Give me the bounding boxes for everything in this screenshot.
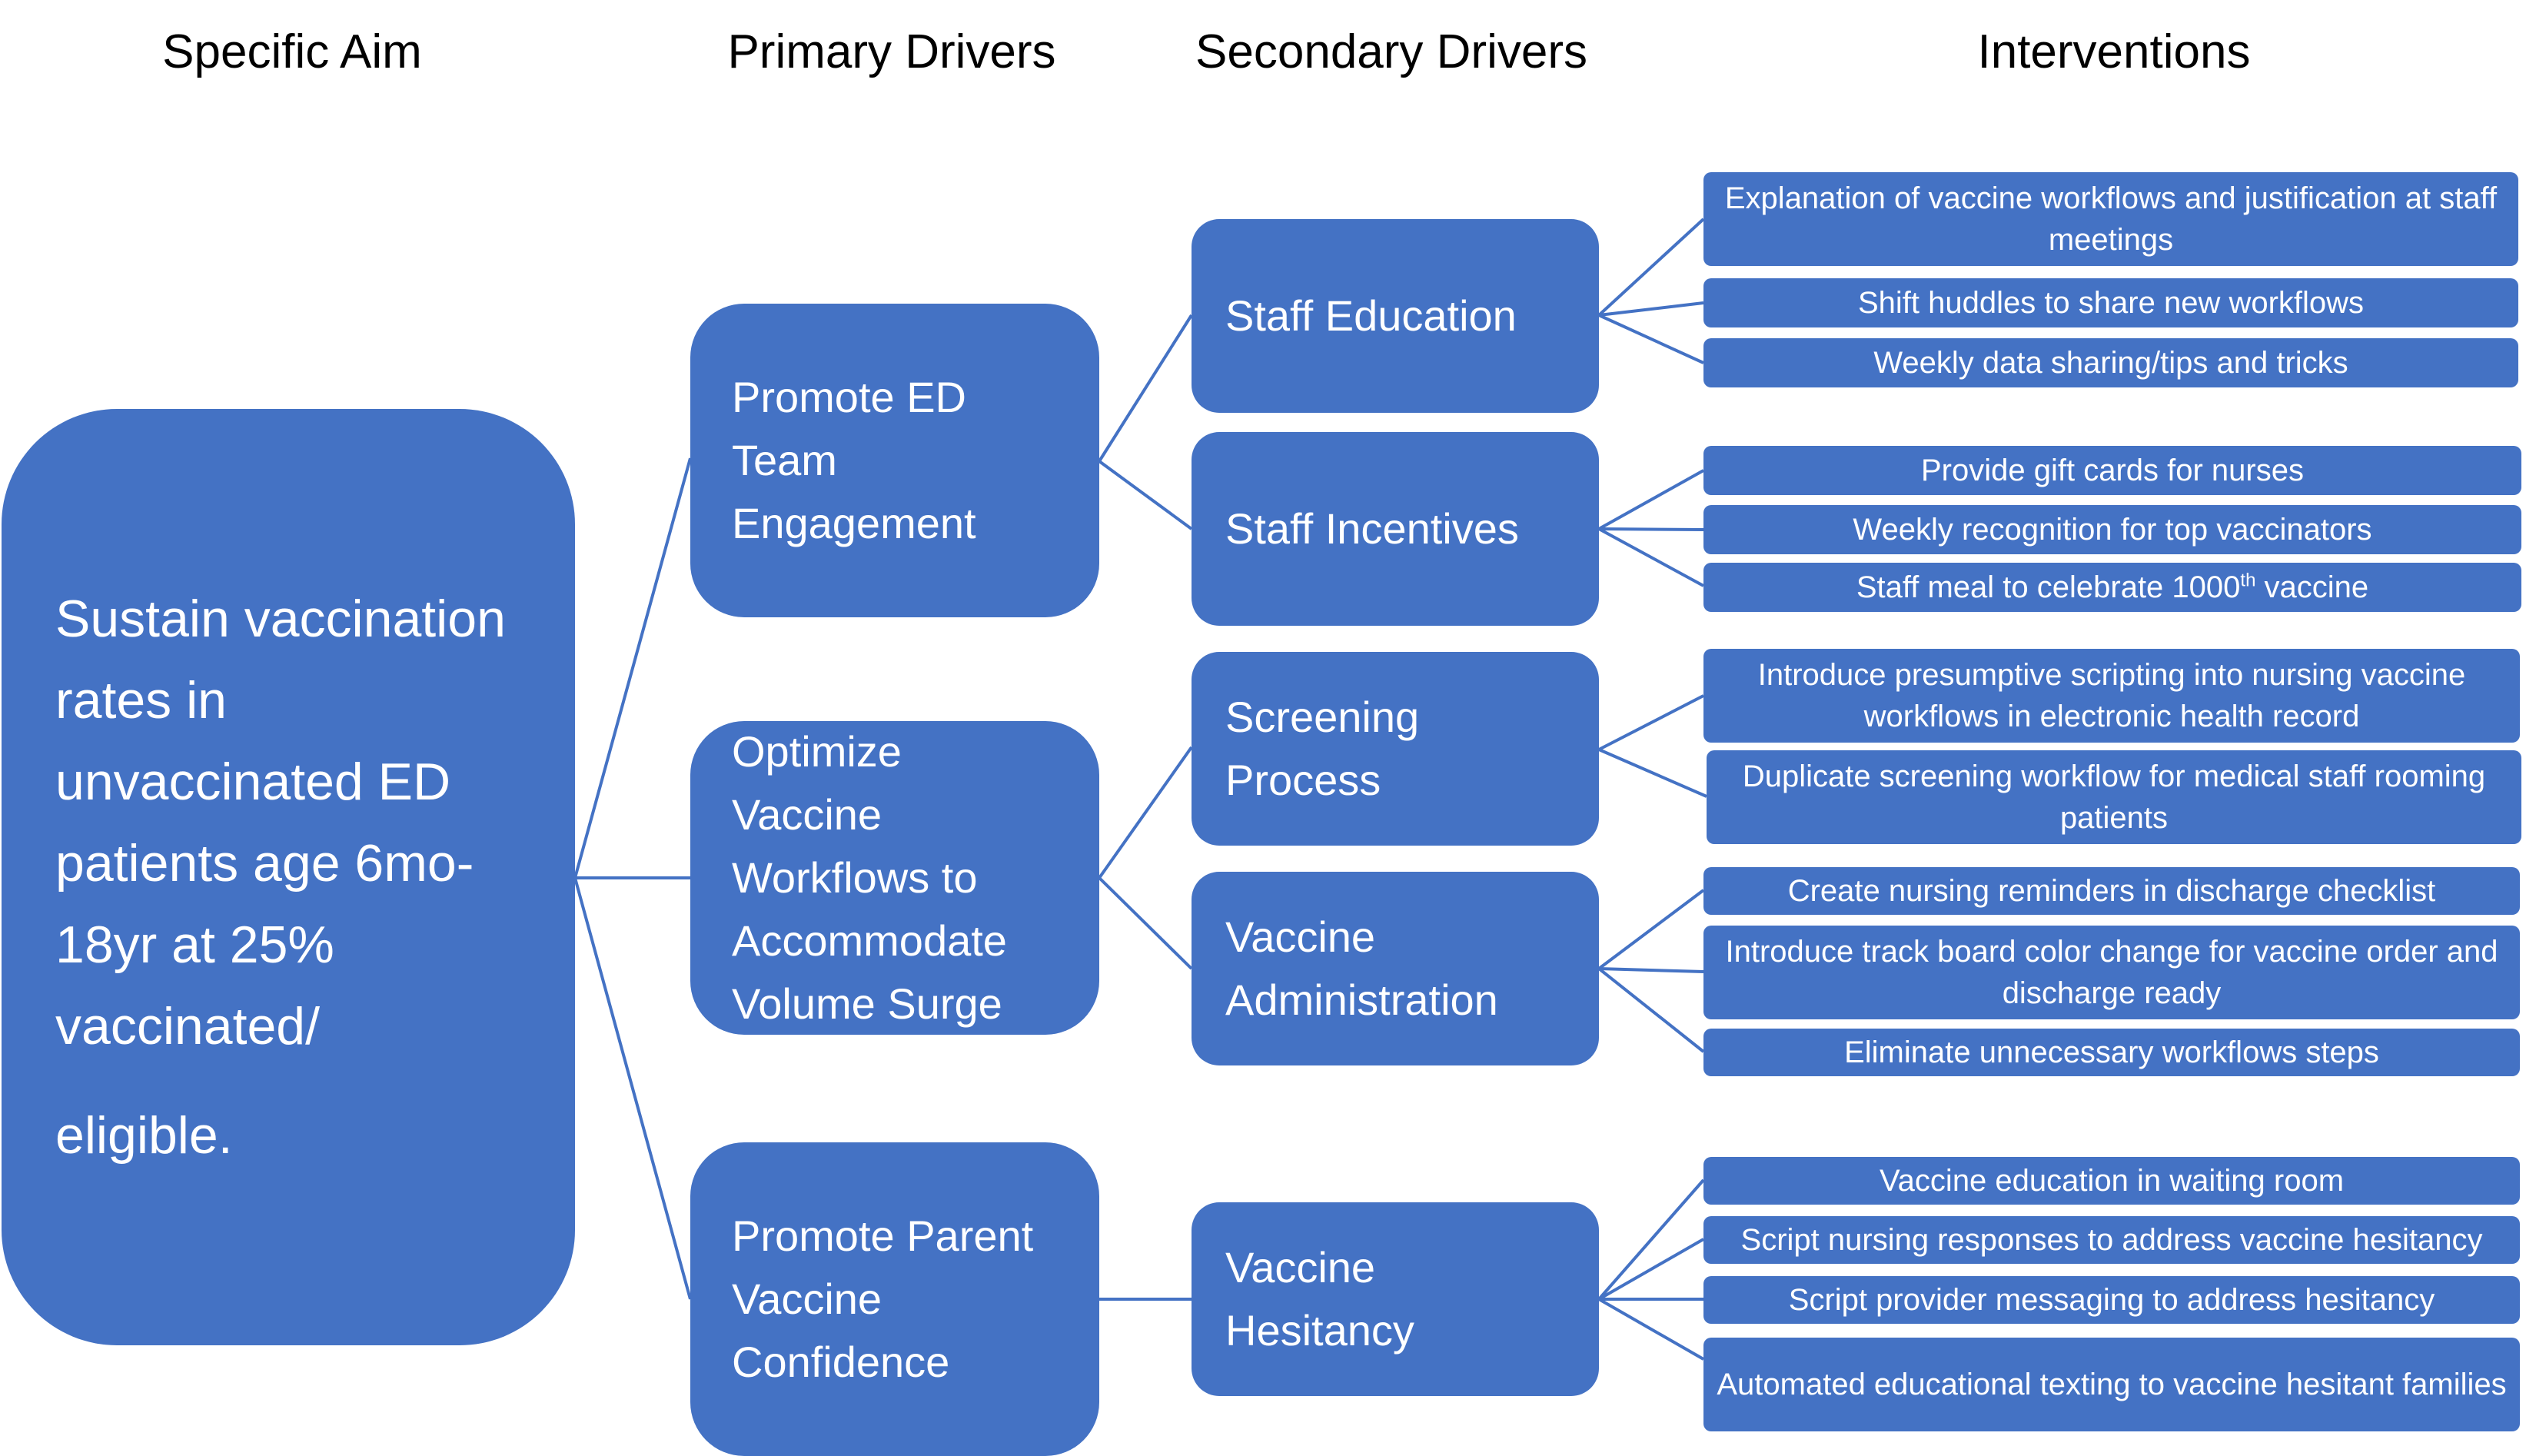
connector-primary-secondary-2 — [1098, 460, 1193, 530]
intervention-label: Script provider messaging to address hes… — [1788, 1283, 2435, 1317]
intervention-item: Duplicate screening workflow for medical… — [1707, 750, 2521, 844]
header-secondary-drivers: Secondary Drivers — [1195, 25, 1587, 78]
header-specific-aim: Specific Aim — [162, 25, 422, 78]
header-primary-drivers: Primary Drivers — [727, 25, 1056, 78]
connector-secondary-intervention-7 — [1598, 694, 1704, 751]
specific-aim-box: Sustain vaccination rates in unvaccinate… — [2, 409, 575, 1345]
intervention-label: Weekly recognition for top vaccinators — [1853, 513, 2372, 547]
connector-secondary-intervention-8 — [1598, 748, 1707, 798]
intervention-item: Eliminate unnecessary workflows steps — [1703, 1029, 2520, 1076]
intervention-label: Provide gift cards for nurses — [1921, 454, 2304, 487]
connector-secondary-intervention-12 — [1597, 1178, 1705, 1301]
intervention-label: Duplicate screening workflow for medical… — [1742, 760, 2486, 835]
intervention-label: Vaccine education in waiting room — [1879, 1164, 2345, 1198]
intervention-item: Shift huddles to share new workflows — [1703, 278, 2518, 327]
intervention-item: Weekly data sharing/tips and tricks — [1703, 338, 2518, 387]
secondary-driver-label: Staff Incentives — [1225, 504, 1519, 553]
primary-driver-parent-confidence: Promote Parent Vaccine Confidence — [690, 1142, 1099, 1456]
connector-secondary-intervention-15 — [1598, 1298, 1704, 1361]
intervention-item: Staff meal to celebrate 1000th vaccine — [1703, 563, 2521, 612]
intervention-label: Automated educational texting to vaccine… — [1717, 1368, 2507, 1401]
intervention-label: Create nursing reminders in discharge ch… — [1787, 874, 2436, 908]
connector-primary-secondary-4 — [1098, 876, 1193, 970]
intervention-item: Create nursing reminders in discharge ch… — [1703, 867, 2520, 915]
primary-driver-team-engagement: Promote ED Team Engagement — [690, 304, 1099, 617]
connector-secondary-intervention-11 — [1597, 967, 1705, 1053]
secondary-driver-vaccine-administration: Vaccine Administration — [1192, 872, 1599, 1065]
intervention-label: Staff meal to celebrate 1000th vaccine — [1856, 570, 2369, 604]
connector-aim-primary-1 — [573, 457, 692, 879]
connector-secondary-intervention-10 — [1598, 967, 1704, 973]
secondary-driver-staff-education: Staff Education — [1192, 219, 1599, 413]
connector-secondary-intervention-9 — [1597, 889, 1705, 970]
primary-driver-label: Promote Parent Vaccine Confidence — [732, 1212, 1034, 1386]
intervention-label: Weekly data sharing/tips and tricks — [1873, 346, 2348, 380]
secondary-driver-label: Vaccine Administration — [1225, 912, 1498, 1024]
primary-driver-vaccine-workflows: Optimize Vaccine Workflows to Accommodat… — [690, 721, 1099, 1035]
connector-primary-secondary-3 — [1098, 746, 1193, 879]
connector-secondary-intervention-3 — [1598, 314, 1704, 364]
connector-secondary-intervention-5 — [1598, 527, 1704, 531]
connector-secondary-intervention-4 — [1598, 469, 1704, 530]
connector-primary-secondary-1 — [1098, 314, 1193, 463]
connector-secondary-intervention-6 — [1598, 527, 1704, 587]
secondary-driver-label: Staff Education — [1225, 291, 1517, 340]
connector-aim-primary-3 — [573, 877, 692, 1300]
header-interventions: Interventions — [1977, 25, 2251, 78]
intervention-item: Explanation of vaccine workflows and jus… — [1703, 172, 2518, 266]
intervention-label: Introduce track board color change for v… — [1725, 935, 2498, 1010]
primary-driver-label: Optimize Vaccine Workflows to Accommodat… — [732, 727, 1007, 1028]
intervention-label: Shift huddles to share new workflows — [1857, 286, 2365, 320]
intervention-item: Vaccine education in waiting room — [1703, 1157, 2520, 1205]
intervention-item: Introduce presumptive scripting into nur… — [1703, 649, 2520, 743]
secondary-driver-staff-incentives: Staff Incentives — [1192, 432, 1599, 626]
intervention-label: Introduce presumptive scripting into nur… — [1757, 658, 2466, 733]
intervention-item: Automated educational texting to vaccine… — [1703, 1338, 2520, 1431]
specific-aim-text: Sustain vaccination rates in unvaccinate… — [55, 590, 506, 1055]
secondary-driver-label: Screening Process — [1225, 693, 1420, 804]
secondary-driver-label: Vaccine Hesitancy — [1225, 1243, 1414, 1355]
intervention-item: Introduce track board color change for v… — [1703, 926, 2520, 1019]
secondary-driver-vaccine-hesitancy: Vaccine Hesitancy — [1192, 1202, 1599, 1396]
connector-secondary-intervention-13 — [1598, 1238, 1704, 1301]
intervention-item: Script nursing responses to address vacc… — [1703, 1216, 2520, 1264]
intervention-item: Provide gift cards for nurses — [1703, 446, 2521, 495]
connector-secondary-intervention-2 — [1598, 301, 1704, 317]
secondary-driver-screening-process: Screening Process — [1192, 652, 1599, 846]
intervention-label: Script nursing responses to address vacc… — [1740, 1223, 2483, 1257]
primary-driver-label: Promote ED Team Engagement — [732, 373, 976, 547]
intervention-item: Script provider messaging to address hes… — [1703, 1276, 2520, 1324]
connector-secondary-intervention-1 — [1597, 218, 1705, 317]
intervention-label: Eliminate unnecessary workflows steps — [1844, 1035, 2379, 1069]
specific-aim-text-end: eligible. — [55, 1106, 233, 1165]
intervention-item: Weekly recognition for top vaccinators — [1703, 505, 2521, 554]
intervention-label: Explanation of vaccine workflows and jus… — [1724, 181, 2498, 257]
